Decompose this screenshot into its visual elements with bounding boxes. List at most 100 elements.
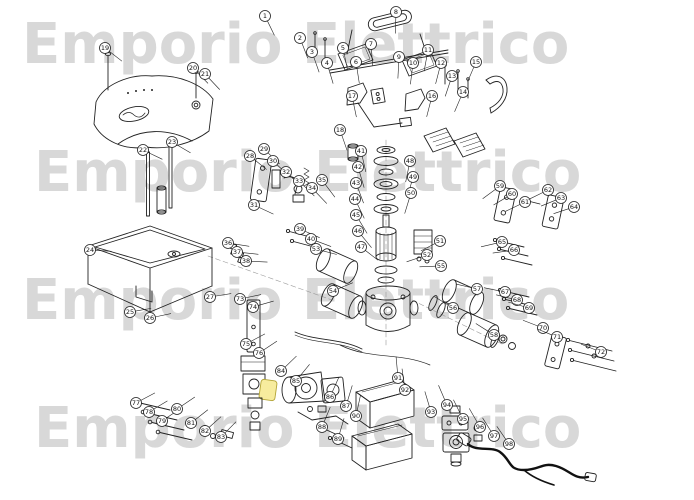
- part-callout-circle: [306, 46, 318, 58]
- part-callout: 86: [324, 377, 340, 403]
- part-callout-circle: [130, 397, 142, 409]
- part-callout-circle: [551, 331, 563, 343]
- part-callout: 33: [293, 175, 315, 197]
- part-callout-number: 83: [217, 433, 225, 441]
- part-callout: 36: [222, 237, 250, 249]
- part-callout: 15: [467, 56, 482, 82]
- part-callout: 40: [305, 233, 332, 247]
- part-callout-circle: [253, 347, 265, 359]
- part-callout-circle: [446, 70, 458, 82]
- part-callout-number: 34: [308, 184, 316, 192]
- part-callout-circle: [496, 236, 508, 248]
- hose: [294, 331, 431, 366]
- part-callout-number: 78: [145, 408, 153, 416]
- part-callout-circle: [316, 174, 328, 186]
- part-callout-number: 60: [508, 190, 516, 198]
- part-callout-circle: [231, 246, 243, 258]
- part-callout: 80: [171, 396, 196, 415]
- part-callout-circle: [346, 90, 358, 102]
- part-callout: 44: [349, 193, 365, 219]
- motor-stack: [373, 146, 399, 284]
- part-callout-number: 66: [510, 246, 518, 254]
- part-callout: 11: [422, 44, 434, 72]
- part-callout: 91: [392, 356, 404, 384]
- part-callout-number: 33: [295, 177, 303, 185]
- part-callout-number: 31: [250, 201, 258, 209]
- part-callout-circle: [390, 6, 402, 18]
- part-callout: 93: [424, 391, 437, 418]
- part-callout-number: 57: [473, 285, 481, 293]
- part-callout-number: 10: [409, 59, 417, 67]
- part-callout-number: 23: [168, 138, 176, 146]
- part-callout-number: 61: [521, 198, 529, 206]
- part-callout-circle: [447, 302, 459, 314]
- part-callout: 65: [480, 236, 508, 248]
- part-callout-circle: [508, 244, 520, 256]
- support-brackets: [346, 82, 426, 128]
- part-callout-number: 13: [448, 72, 456, 80]
- part-callout-circle: [434, 235, 446, 247]
- part-callout: 24: [84, 244, 112, 256]
- part-callout-circle: [457, 86, 469, 98]
- part-callout-number: 4: [325, 59, 329, 67]
- part-callout: 2: [294, 32, 308, 59]
- part-callout-circle: [352, 161, 364, 173]
- part-callout-circle: [240, 255, 252, 267]
- part-callout: 70: [522, 319, 549, 334]
- part-callout-number: 37: [233, 248, 241, 256]
- power-cord: [466, 442, 590, 486]
- part-callout-circle: [568, 201, 580, 213]
- part-callout-circle: [204, 291, 216, 303]
- part-callout-circle: [332, 433, 344, 445]
- part-callout: 68: [496, 294, 523, 306]
- part-callout: 10: [407, 57, 419, 85]
- part-callout-number: 84: [277, 367, 285, 375]
- part-callout: 26: [144, 312, 172, 324]
- part-callout: 38: [240, 255, 268, 267]
- part-callout-circle: [471, 283, 483, 295]
- part-callout-circle: [474, 421, 486, 433]
- part-callout-circle: [240, 338, 252, 350]
- part-callout-number: 49: [409, 173, 417, 181]
- part-callout-number: 76: [255, 349, 263, 357]
- part-callout-circle: [144, 312, 156, 324]
- part-callout-circle: [222, 237, 234, 249]
- cover-boxes: [351, 379, 415, 471]
- part-callout: 14: [454, 86, 469, 112]
- part-callout: 3: [306, 46, 320, 73]
- part-callout-number: 77: [132, 399, 140, 407]
- part-callout-number: 89: [334, 435, 342, 443]
- part-callout: 57: [456, 283, 483, 295]
- part-callout-number: 45: [352, 211, 360, 219]
- part-callout-circle: [494, 180, 506, 192]
- part-callout: 74: [247, 300, 274, 313]
- part-callout: 97: [482, 417, 500, 442]
- end-plate-screws: [544, 334, 617, 372]
- part-callout: 4: [321, 57, 334, 84]
- part-callout-circle: [337, 42, 349, 54]
- part-callout-number: 15: [472, 58, 480, 66]
- part-callout-number: 21: [201, 70, 209, 78]
- part-callout: 20: [187, 62, 209, 84]
- part-callout-number: 86: [326, 393, 334, 401]
- part-callout-circle: [350, 410, 362, 422]
- part-callout-number: 20: [189, 64, 197, 72]
- part-callout-number: 70: [539, 324, 547, 332]
- part-callout-number: 91: [394, 374, 402, 382]
- part-callout: 96: [468, 408, 486, 433]
- part-callout-circle: [244, 150, 256, 162]
- part-callout: 87: [340, 385, 353, 412]
- part-callout-circle: [422, 44, 434, 56]
- part-callout: 60: [493, 188, 518, 206]
- part-callout: 61: [505, 196, 531, 212]
- part-callout: 39: [294, 223, 320, 238]
- part-callout: 82: [199, 416, 222, 437]
- part-callout: 58: [475, 323, 500, 341]
- part-callout-number: 47: [357, 243, 365, 251]
- pedals: [423, 127, 486, 158]
- part-callout-number: 32: [282, 168, 290, 176]
- part-callout: 69: [508, 301, 535, 314]
- part-callout-circle: [258, 143, 270, 155]
- part-callout: 52: [406, 249, 433, 263]
- part-callout: 59: [482, 180, 506, 199]
